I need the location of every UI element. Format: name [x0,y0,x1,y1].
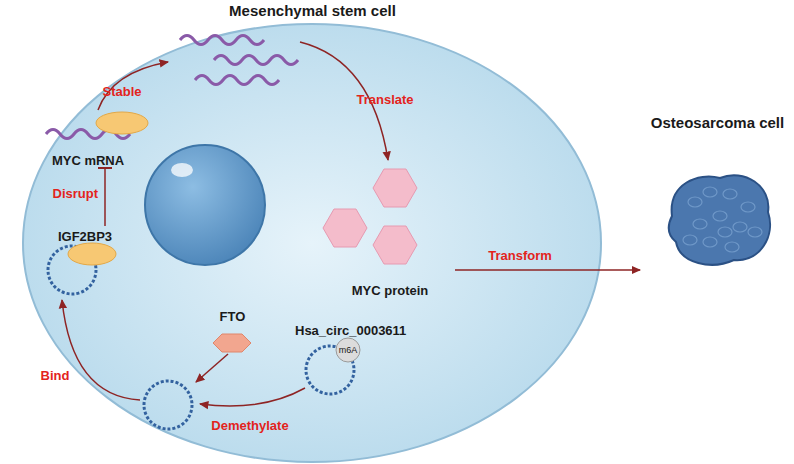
tumor-outline [640,112,794,292]
enzyme-group: FTO [205,306,260,356]
process-arrow [200,388,305,406]
mrna-strand [214,56,298,65]
protein-hexagon [323,209,367,247]
cell-body: MYC mRNA MYC protein IGF2BP3FTO Hsa_circ_00… [20,0,605,464]
edge-label: Transform [470,248,570,264]
protein-group: MYC protein [325,178,455,296]
molecule-label: MYC mRNA [40,152,136,170]
tumor-blob [669,175,770,264]
process-label: Translate [335,92,435,108]
molecule-label: Hsa_circ_0003611 [295,322,405,340]
circ-rna [48,246,96,294]
process-label: Stable [72,84,172,100]
mrna-group: MYC mRNA [40,100,175,168]
tumor-texture [723,189,737,199]
tumor-texture [748,227,762,237]
tumor-texture [688,197,702,207]
binding-protein [68,243,116,265]
circrna-group: Hsa_circ_0003611 m6A [295,320,405,395]
inhibition-connector [104,168,106,226]
m6a-circle [336,338,360,362]
nucleus [145,145,265,265]
protein-hexagon [373,226,417,264]
molecule-label: FTO [205,308,260,326]
edge-label: Disrupt [20,186,98,202]
complex-group: IGF2BP3 [40,226,140,296]
mrna-strand [46,130,130,139]
tumor-texture [703,187,717,197]
tumor-texture [718,227,732,237]
tumor-texture [713,211,727,221]
process-arrow [196,354,228,382]
tumor-texture [693,219,707,229]
protein-hexagon [373,169,417,207]
tumor-texture [703,237,717,247]
mrna-strand [180,36,264,45]
circ-rna [144,381,192,429]
nucleus-highlight [171,163,193,177]
molecule-label: MYC protein [325,282,455,300]
circ-rna [306,346,354,394]
tumor-cell: Osteosarcoma cell [640,112,794,292]
enzyme-hexagon [213,334,251,352]
mrna-strand [195,76,279,85]
molecule-label: IGF2BP3 [40,228,130,246]
tumor-texture [725,242,739,252]
process-arrow [62,300,140,400]
tumor-texture [741,202,755,212]
cell-title: Osteosarcoma cell [640,114,794,132]
modification-mark: m6A [336,344,360,356]
cell-title: Mesenchymal stem cell [20,2,605,20]
binding-protein [96,112,148,134]
tumor-texture [683,235,697,245]
process-label: Bind [5,368,105,384]
tumor-texture [733,222,747,232]
cell-membrane [23,24,601,462]
process-label: Demethylate [200,418,300,434]
arrow-connector [455,269,640,271]
